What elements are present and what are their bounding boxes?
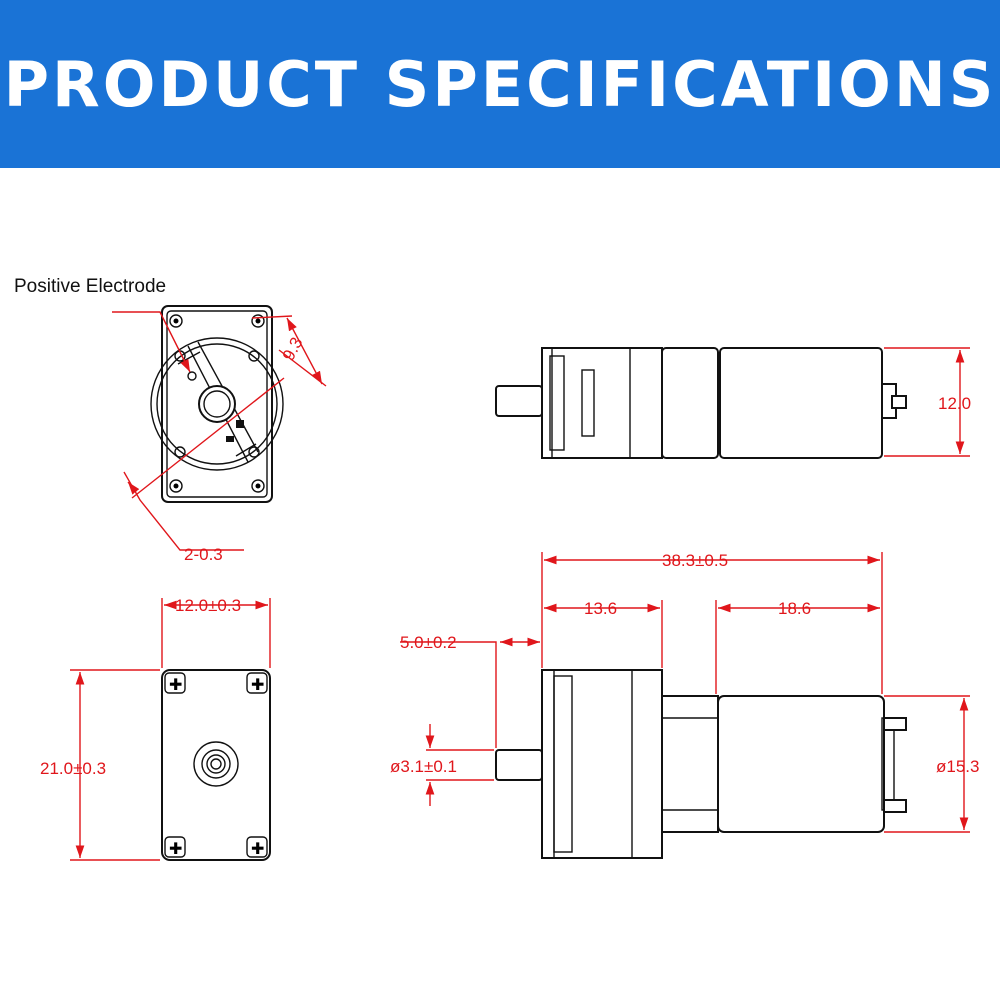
- svg-text:✚: ✚: [169, 839, 182, 858]
- dim-38-3: 38.3±0.5: [541, 551, 883, 694]
- dim-front-width-label: 12.0±0.3: [175, 596, 241, 615]
- positive-electrode-label: Positive Electrode: [14, 276, 166, 297]
- dim-shaft-length-label: 5.0±0.2: [400, 633, 457, 652]
- dim-5-0: 5.0±0.2: [400, 633, 540, 748]
- dim-front-height-label: 21.0±0.3: [40, 759, 106, 778]
- dim-21-0-height: 21.0±0.3: [40, 669, 160, 861]
- dim-15-3: ø15.3: [884, 695, 979, 833]
- positive-electrode-leader: [112, 311, 191, 373]
- page-title: PRODUCT SPECIFICATIONS: [3, 47, 997, 121]
- corner-screws: [169, 314, 265, 493]
- dim-mount-holes-label: 2-0.3: [184, 545, 223, 564]
- dim-12-0-label: 12.0: [938, 394, 971, 413]
- dim-mount-holes: 2-0.3: [123, 377, 285, 564]
- front-view: ✚ ✚ ✚ ✚: [161, 669, 271, 861]
- header-banner: PRODUCT SPECIFICATIONS: [0, 0, 1000, 168]
- dim-12-0-width: 12.0±0.3: [161, 596, 271, 668]
- dim-12-0: 12.0: [884, 347, 971, 457]
- end-view: [150, 305, 284, 503]
- front-corner-screws: ✚ ✚ ✚ ✚: [164, 672, 268, 858]
- dim-total-length-label: 38.3±0.5: [662, 551, 728, 570]
- dim-motor-diameter-label: ø15.3: [936, 757, 979, 776]
- dim-3-1: ø3.1±0.1: [390, 724, 494, 806]
- dim-gearbox-length-label: 13.6: [584, 599, 617, 618]
- dim-18-6: 18.6: [715, 599, 880, 694]
- svg-text:✚: ✚: [169, 675, 182, 694]
- dim-shaft-diameter-label: ø3.1±0.1: [390, 757, 457, 776]
- dim-13-6: 13.6: [544, 599, 663, 668]
- svg-text:✚: ✚: [251, 675, 264, 694]
- side-view-bottom: [495, 669, 907, 859]
- dim-9-3-label: 9.3: [279, 334, 307, 364]
- svg-text:✚: ✚: [251, 839, 264, 858]
- dim-motor-length-label: 18.6: [778, 599, 811, 618]
- side-view-top: [495, 347, 907, 459]
